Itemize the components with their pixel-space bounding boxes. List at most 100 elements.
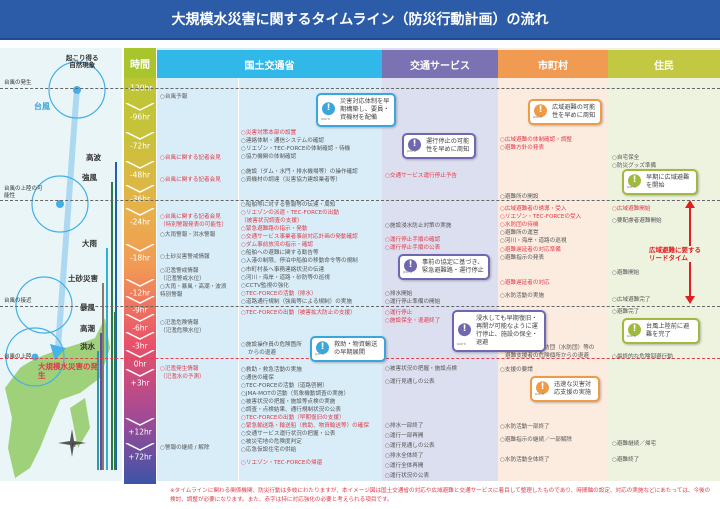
- time-label: -72hr: [129, 141, 151, 151]
- traffic-action-item: ○排水全体終了: [385, 453, 424, 459]
- exclamation-icon: !: [536, 381, 549, 395]
- resident-action-item: ○避難終了: [612, 457, 640, 463]
- chevron-icon: [125, 332, 155, 340]
- municipality-action-item: ○支援の要請: [500, 367, 533, 373]
- municipality-action-item: ○避難方針の発表: [500, 145, 545, 151]
- mlit-action-item: ○通信の確保: [241, 375, 274, 381]
- chevron-icon: [125, 279, 155, 287]
- municipality-action-item: ○避難指示の発表: [500, 255, 545, 261]
- divider: [0, 88, 720, 89]
- time-label: -36hr: [129, 194, 151, 204]
- mlit-action-item: ○資機材の調達（災害協力建設業者等）: [241, 177, 341, 183]
- mlit-info-item: 特別警報: [160, 292, 183, 298]
- callout-text: 広域避難の可能性を早めに周知: [552, 104, 596, 119]
- stage-label: 台風の接近: [4, 298, 32, 304]
- traffic-action-item: ○交通サービス運行停止予告: [385, 173, 458, 179]
- mlit-action-item: ○調査・点検結果、通行規制状況の公表: [241, 407, 341, 413]
- hazard-line: [100, 333, 102, 470]
- mlit-info-item: ○大雨・暴風・高潮・波浪: [160, 284, 227, 290]
- time-label: -96hr: [129, 112, 151, 122]
- mlit-action-item: ○被害状況の把握・施設等点検の実施: [241, 399, 336, 405]
- resident-action-item: ○要配慮者避難開始: [612, 218, 662, 224]
- stage-label: 台風の発生: [4, 80, 32, 86]
- mlit-action-item: ○JMA-MOTの活動（気象機動調査の実施）: [241, 391, 350, 397]
- residents-column: [608, 48, 720, 481]
- callout-text: 台風上陸前に避難を完了: [646, 323, 690, 338]
- traffic-action-item: ○運行一部再開: [385, 433, 424, 439]
- resident-action-item: ○避難開始: [612, 270, 640, 276]
- typhoon-track: [55, 87, 80, 349]
- chevron-icon: [125, 418, 155, 426]
- point-label: point: [535, 392, 544, 396]
- municipality-action-item: ○リエゾン・TEC-FORCEの受入: [500, 214, 582, 220]
- time-label: -18hr: [129, 253, 151, 263]
- mlit-info-item: （氾濫警戒水位）: [160, 276, 205, 282]
- mlit-info-item: ○氾濫警戒情報: [160, 268, 199, 274]
- traffic-action-item: ○運行全体再開: [385, 463, 424, 469]
- mlit-action-item: ○船舶への避難に関する勧告等: [241, 250, 319, 256]
- mlit-action-item: ○CCTV監視の強化: [241, 283, 289, 289]
- mlit-action-item: ○船舶等に対する警報等の伝達・周知: [241, 202, 336, 208]
- hazard-line: [106, 248, 108, 470]
- resident-action-item: ○防災グッズ準備: [612, 163, 657, 169]
- mlit-action-item: ○緊急輸送路・輸送船（救助、物資輸送等）の確保: [241, 423, 369, 429]
- compass-icon: [58, 429, 86, 457]
- time-label: -9hr: [132, 305, 148, 315]
- municipality-action-item: ○水防団の待機: [500, 222, 539, 228]
- mlit-action-item: ○TEC-FORCEの出動（被害拡大防止の支援）: [241, 310, 356, 316]
- header-residents: 住民: [608, 50, 720, 78]
- mlit-action-item: ○交通サービス運行状況の把握・公表: [241, 431, 336, 437]
- resident-action-item: ○広域避難開始: [612, 206, 651, 212]
- mlit-action-item: ○道路通行規制（強風等による規制）の実施: [241, 299, 352, 305]
- mlit-action-item: ○リエゾンの派遣・TEC-FORCEの出動: [241, 210, 339, 216]
- resident-action-item: ○広域避難完了: [612, 297, 651, 303]
- mlit-action-item: ○リエゾン・TEC-FORCEの体制確認・待機: [241, 146, 351, 152]
- mlit-info-item: ○警報の継続 / 解除: [160, 445, 210, 451]
- hazard-line: [102, 283, 104, 470]
- traffic-action-item: ○運行状況の公表: [385, 473, 430, 479]
- time-label: 0hr: [133, 359, 147, 369]
- chevron-icon: [125, 244, 155, 252]
- municipality-action-item: ○警察・消防・消防団（水防団）等の: [500, 345, 595, 351]
- footnote: ※タイムラインに関わる関係機関、防災行動は多岐にわたりますが、本イメージ図は国土…: [170, 488, 711, 503]
- chevron-icon: [125, 443, 155, 451]
- callout-text: 運行停止の可能性を早めに周知: [426, 138, 470, 153]
- point-label: point: [407, 149, 416, 153]
- point-label: point: [457, 342, 466, 346]
- stage-label: 台風の上陸: [4, 354, 32, 360]
- callout-text: 災害対応体制を早期構築し、要員・資機材を配備: [340, 98, 390, 121]
- hazard-label: 大雨: [82, 239, 97, 248]
- mlit-action-item: ○交通サービス事業者事前対応計画の発動確認: [241, 234, 358, 240]
- mlit-action-item: ○施設操作員の危険箇所: [241, 342, 302, 348]
- municipality-action-item: ○水防活動の実施: [500, 293, 545, 299]
- resident-action-item: ○最終的な危険回避行動: [612, 354, 673, 360]
- header-traffic: 交通サービス: [382, 50, 498, 78]
- resident-action-item: ○自宅保全: [612, 155, 640, 161]
- traffic-action-item: ○運行見通しの公表: [385, 443, 435, 449]
- mlit-info-item: （氾濫危険水位）: [160, 328, 205, 334]
- point-label: point: [627, 334, 636, 338]
- traffic-action-item: ○施設浸水防止対策の実施: [385, 223, 452, 229]
- municipality-action-item: ○水防活動全体終了: [500, 457, 550, 463]
- divider: [238, 78, 239, 481]
- exclamation-icon: !: [408, 138, 421, 152]
- exclamation-icon: !: [404, 259, 417, 273]
- typhoon-label: 台風: [34, 102, 50, 111]
- point-label: point: [533, 115, 542, 119]
- callout-text: 早期に広域避難を開始: [646, 174, 690, 189]
- hazard-label: 土砂災害: [68, 274, 98, 283]
- point-label: point: [627, 185, 636, 189]
- mlit-info-item: ○氾濫危険情報: [160, 320, 199, 326]
- header-municipality: 市町村: [498, 50, 608, 78]
- hazard-label: 高波: [86, 153, 101, 162]
- point-label: point: [403, 270, 412, 274]
- mlit-action-item: ○施設（ダム・水門・排水機場等）の操作確認: [241, 169, 358, 175]
- municipality-action-item: ○水防活動一部終了: [500, 424, 550, 430]
- exclamation-icon: !: [458, 323, 471, 337]
- chevron-icon: [125, 208, 155, 216]
- exclamation-icon: !: [322, 102, 335, 116]
